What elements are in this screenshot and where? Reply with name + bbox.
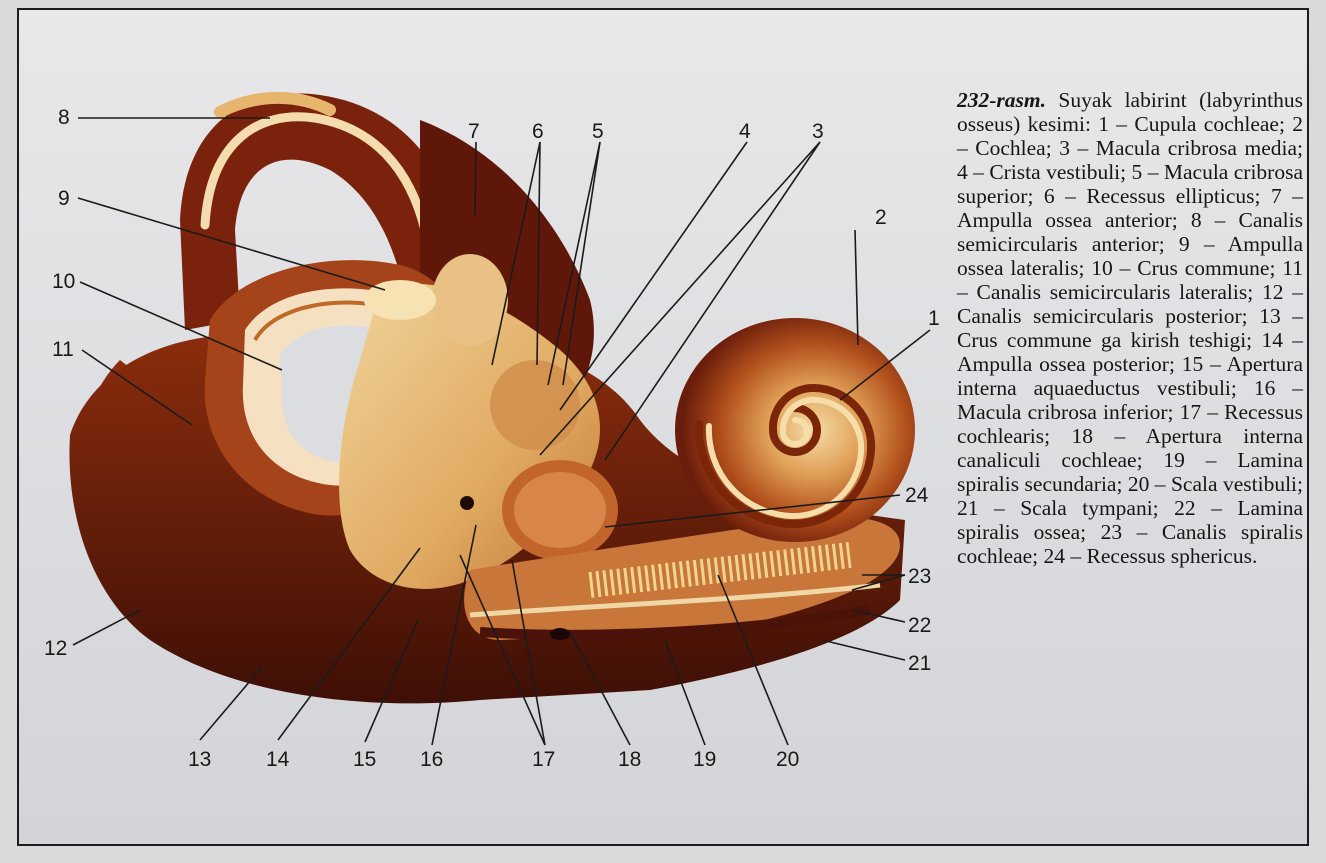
ampulla-anterior — [432, 254, 508, 346]
label-7: 7 — [468, 120, 480, 143]
ampulla-lateral — [364, 280, 436, 320]
label-15: 15 — [353, 748, 376, 771]
legend-list: 1 – Cupula cochleae; 2 – Cochlea; 3 – Ma… — [957, 112, 1303, 568]
label-11: 11 — [52, 338, 74, 361]
figure-number: 232-rasm. — [957, 88, 1046, 112]
label-19: 19 — [693, 748, 716, 771]
label-22: 22 — [908, 614, 931, 637]
legend-item-4: 4 – Crista vestibuli; — [957, 160, 1126, 184]
label-20: 20 — [776, 748, 799, 771]
legend-item-10: 10 – Crus commune; — [1084, 256, 1275, 280]
legend-item-21: 21 – Scala tympani; — [957, 496, 1159, 520]
recessus-sphericus-inner — [514, 472, 606, 548]
label-21: 21 — [908, 652, 931, 675]
aquaeductus-opening — [460, 496, 474, 510]
label-23: 23 — [908, 565, 931, 588]
label-4: 4 — [739, 120, 751, 143]
legend-item-1: 1 – Cupula cochleae; — [1098, 112, 1285, 136]
label-8: 8 — [58, 106, 70, 129]
figure-title: Suyak labirint — [1058, 88, 1186, 112]
label-6: 6 — [532, 120, 544, 143]
label-14: 14 — [266, 748, 290, 771]
label-3: 3 — [812, 120, 824, 143]
legend-item-6: 6 – Recessus ellipticus; — [1033, 184, 1260, 208]
label-2: 2 — [875, 206, 887, 229]
canaliculus-opening — [550, 628, 570, 640]
label-12: 12 — [44, 637, 67, 660]
label-9: 9 — [58, 187, 70, 210]
label-10: 10 — [52, 270, 75, 293]
label-24: 24 — [905, 484, 929, 507]
legend-item-20: 20 – Scala vestibuli; — [1122, 472, 1303, 496]
label-17: 17 — [532, 748, 555, 771]
legend-item-24: 24 – Recessus sphericus. — [1038, 544, 1257, 568]
macula-cribrosa-superior — [490, 360, 580, 450]
legend-item-3: 3 – Macula cribrosa media; — [1052, 136, 1303, 160]
figure-caption: 232-rasm. Suyak labirint (labyrinthus os… — [957, 88, 1303, 568]
label-16: 16 — [420, 748, 443, 771]
label-1: 1 — [928, 307, 940, 330]
label-18: 18 — [618, 748, 641, 771]
label-13: 13 — [188, 748, 211, 771]
cochlea — [675, 318, 915, 542]
label-5: 5 — [592, 120, 604, 143]
